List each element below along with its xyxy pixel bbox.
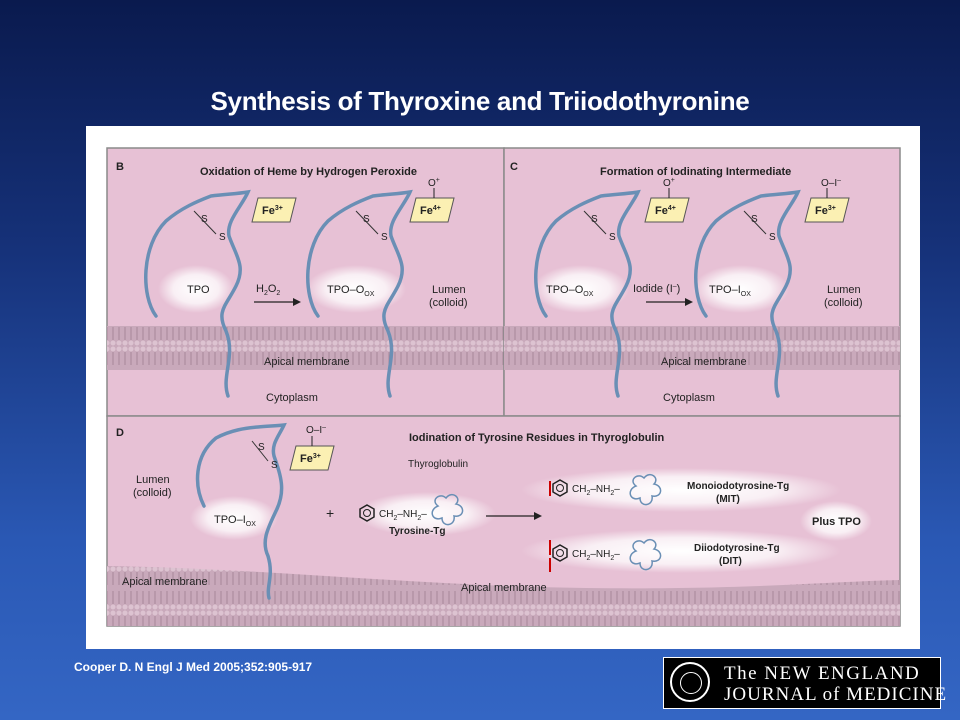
panel-d-tyrosine-chain: CH2–NH2–	[379, 509, 427, 522]
panel-c-right-protein	[694, 189, 801, 398]
panel-d-dit-glow	[521, 529, 841, 573]
panel-b-left-iron-box	[251, 197, 297, 223]
panel-d-mit-name: Monoiodotyrosine-Tg	[687, 481, 789, 492]
panel-b-left-enzyme: TPO	[187, 284, 210, 296]
panel-c-colloid: (colloid)	[824, 297, 863, 309]
panel-c-right-sulfur-2: S	[769, 232, 776, 243]
figure-frame: B Oxidation of Heme by Hydrogen Peroxide…	[86, 126, 920, 649]
panel-d-iron: Fe3+	[300, 453, 321, 465]
panel-d-mit-glow	[521, 468, 841, 512]
panel-d-mit-abbr: (MIT)	[716, 494, 740, 505]
panel-c-membrane-label: Apical membrane	[661, 356, 747, 368]
panel-c-left-glow	[533, 265, 629, 313]
panel-b-membrane	[107, 326, 504, 370]
panel-d-enzyme-glow	[190, 496, 278, 540]
panel-c-letter: C	[510, 161, 518, 173]
panel-c-left-iron: Fe4+	[655, 205, 676, 217]
panel-b-right-iron-box	[409, 197, 455, 223]
panel-b-arrow-label: H2O2	[256, 283, 280, 297]
panel-d-mit-chain: CH2–NH2–	[572, 484, 620, 497]
panel-c-right-glow	[693, 265, 789, 313]
panel-c-right-enzyme: TPO–IOX	[709, 284, 751, 298]
panel-d-enzyme: TPO–IOX	[214, 514, 256, 528]
panel-d-protein	[195, 422, 287, 600]
panel-b-right-enzyme: TPO–OOX	[327, 284, 375, 298]
panel-d-dit-thyroglobulin-icon	[629, 538, 662, 571]
panel-b-lumen: Lumen	[432, 284, 466, 296]
panel-b-right-protein	[306, 189, 413, 398]
panel-c-left-protein	[534, 189, 641, 398]
panel-b-cytoplasm: Cytoplasm	[266, 392, 318, 404]
panel-d-mit-thyroglobulin-icon	[629, 473, 662, 506]
panel-b-right-sulfur-2: S	[381, 232, 388, 243]
citation: Cooper D. N Engl J Med 2005;352:905-917	[74, 660, 313, 674]
panel-d-plus: +	[326, 505, 334, 521]
panel-d-sulfur-1: S	[258, 442, 265, 453]
panel-b-right-iron: Fe4+	[420, 205, 441, 217]
panel-c-left-sulfur-2: S	[609, 232, 616, 243]
panel-c-left-sulfur-1: S	[591, 214, 598, 225]
panel-b-right-oxygen: O+	[428, 177, 440, 189]
panel-c-right-oxygen: O–I–	[821, 177, 841, 189]
panel-d-oxygen: O–I–	[306, 424, 326, 436]
panel-d-dit-name: Diiodotyrosine-Tg	[694, 543, 780, 554]
panel-d-sulfur-2: S	[271, 460, 278, 471]
panel-c-membrane	[504, 326, 900, 370]
panel-b-left-protein	[144, 189, 251, 398]
nejm-logo-line1: The NEW ENGLAND	[724, 663, 921, 684]
slide-title: Synthesis of Thyroxine and Triiodothyron…	[210, 86, 750, 116]
panel-d-thyroglobulin-label: Thyroglobulin	[408, 459, 468, 470]
nejm-seal-icon	[670, 662, 710, 702]
panel-d-tyrosine-tg: Tyrosine-Tg	[389, 526, 445, 537]
panel-c-lumen: Lumen	[827, 284, 861, 296]
panel-d-dit-chain: CH2–NH2–	[572, 549, 620, 562]
panel-b-membrane-label: Apical membrane	[264, 356, 350, 368]
panel-d-thyroglobulin-icon	[431, 493, 464, 526]
panel-d-plus-tpo: Plus TPO	[812, 516, 861, 528]
panel-d-membrane-left: Apical membrane	[122, 576, 208, 588]
panel-b-letter: B	[116, 161, 124, 173]
panel-d-tyrosine-glow	[356, 492, 496, 536]
panel-d: D Iodination of Tyrosine Residues in Thy…	[106, 415, 901, 627]
panel-d-lumen: Lumen	[136, 474, 170, 486]
figure-diagram: B Oxidation of Heme by Hydrogen Peroxide…	[106, 147, 901, 627]
panel-d-letter: D	[116, 427, 124, 439]
panel-b-colloid: (colloid)	[429, 297, 468, 309]
panel-b-left-sulfur-2: S	[219, 232, 226, 243]
panel-b-left-sulfur-1: S	[201, 214, 208, 225]
panel-c-arrow-label: Iodide (I–)	[633, 283, 680, 295]
panel-d-dit-abbr: (DIT)	[719, 556, 742, 567]
panel-c-left-oxygen: O+	[663, 177, 675, 189]
panel-d-plus-tpo-glow	[800, 501, 872, 541]
panel-c-left-enzyme: TPO–OOX	[546, 284, 594, 298]
panel-c-right-sulfur-1: S	[751, 214, 758, 225]
panel-c: C Formation of Iodinating Intermediate S…	[503, 147, 901, 417]
nejm-logo: The NEW ENGLAND JOURNAL of MEDICINE	[663, 657, 946, 709]
panel-b-right-disulfide	[355, 210, 379, 235]
panel-b-left-iron: Fe3+	[262, 205, 283, 217]
panel-b-left-disulfide	[193, 210, 217, 235]
panel-c-title: Formation of Iodinating Intermediate	[600, 166, 791, 178]
panel-c-cytoplasm: Cytoplasm	[663, 392, 715, 404]
panel-d-title: Iodination of Tyrosine Residues in Thyro…	[409, 432, 665, 444]
panel-d-colloid: (colloid)	[133, 487, 172, 499]
panel-b-right-glow	[306, 265, 406, 313]
panel-b: B Oxidation of Heme by Hydrogen Peroxide…	[106, 147, 505, 417]
panel-c-right-iron: Fe3+	[815, 205, 836, 217]
panel-b-right-sulfur-1: S	[363, 214, 370, 225]
panel-b-left-glow	[158, 265, 234, 313]
panel-d-membrane	[107, 566, 900, 626]
panel-d-membrane-right: Apical membrane	[461, 582, 547, 594]
panel-b-title: Oxidation of Heme by Hydrogen Peroxide	[200, 166, 417, 178]
nejm-logo-line2: JOURNAL of MEDICINE	[724, 684, 948, 705]
